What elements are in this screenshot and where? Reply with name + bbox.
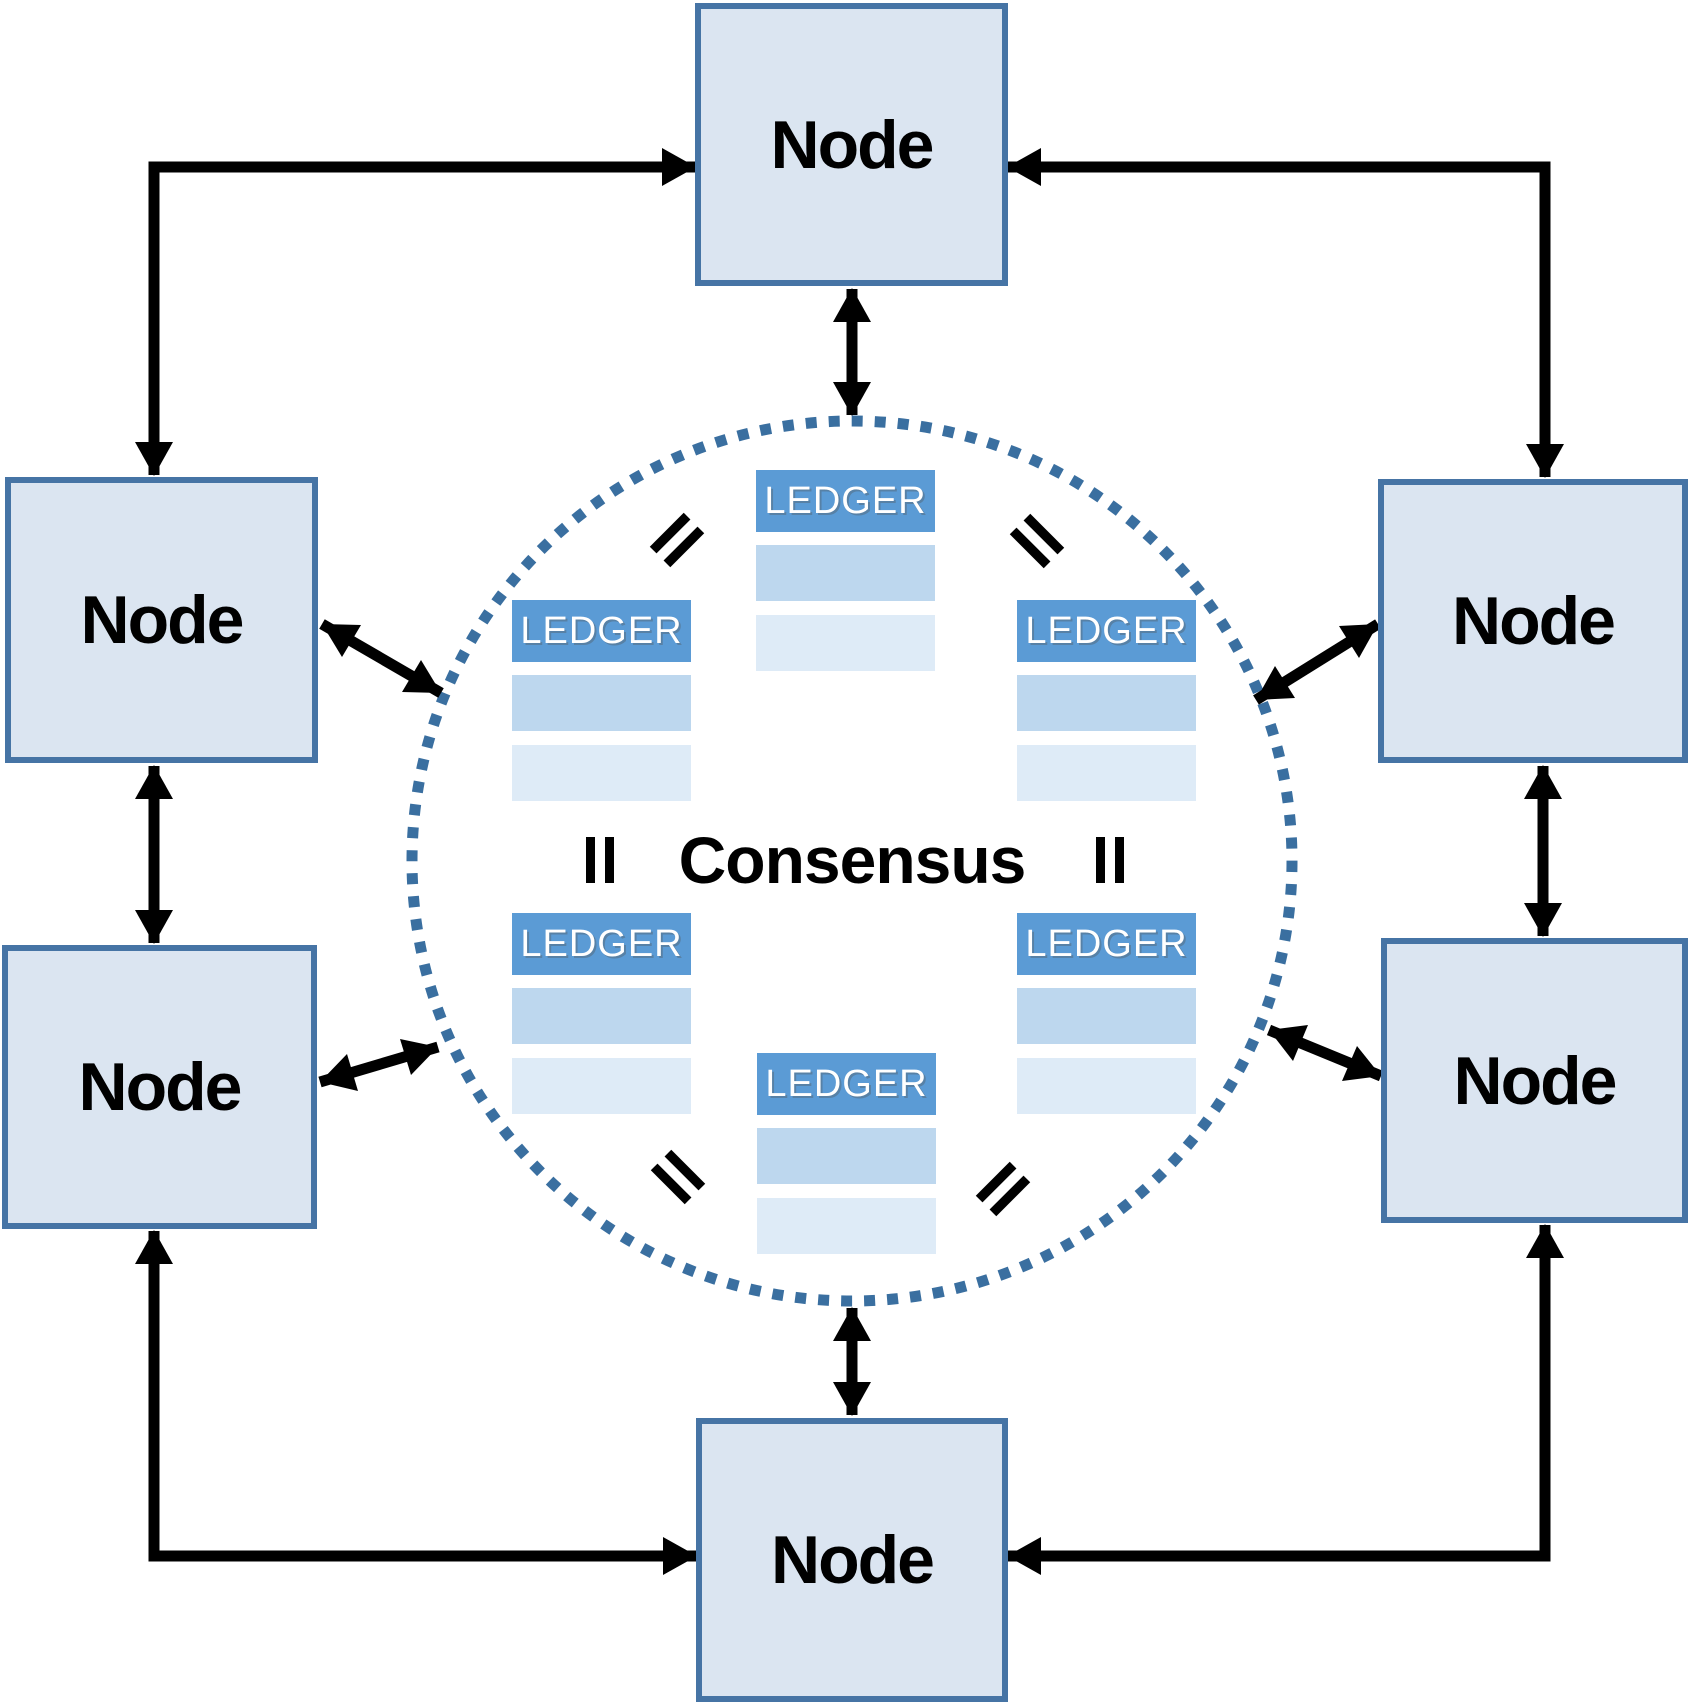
arrowhead-icon xyxy=(663,1537,697,1575)
ledger-header: LEDGER xyxy=(757,1053,936,1115)
arrowhead-icon xyxy=(135,442,173,476)
arrowhead-icon xyxy=(320,1054,358,1091)
ledger-table-lower-right: LEDGER xyxy=(1017,913,1196,1114)
ledger-row xyxy=(512,675,691,731)
ledger-row xyxy=(1017,675,1196,731)
ledger-table-lower-left: LEDGER xyxy=(512,913,691,1114)
ledger-row xyxy=(757,1198,936,1254)
arrowhead-icon xyxy=(1526,1224,1564,1258)
arrowhead-icon xyxy=(1256,666,1295,700)
equals-icon-mid-right xyxy=(1096,837,1124,883)
node-label: Node xyxy=(770,106,935,183)
equals-icon-lower-left xyxy=(650,1149,706,1205)
arrowhead-icon xyxy=(833,1307,871,1341)
equals-marks xyxy=(586,512,1124,1217)
ledger-header: LEDGER xyxy=(512,600,691,662)
arrowhead-icon xyxy=(1524,903,1562,937)
consensus-label: Consensus xyxy=(678,823,1027,897)
node-box-upper-left: Node xyxy=(5,477,318,763)
ledger-row xyxy=(512,745,691,801)
node-label: Node xyxy=(1453,1042,1618,1119)
arrowhead-icon xyxy=(1269,1025,1308,1061)
ledger-row xyxy=(1017,988,1196,1044)
arrowhead-icon xyxy=(1007,1537,1041,1575)
arrowhead-icon xyxy=(1524,765,1562,799)
connector-top-left-L xyxy=(148,161,695,475)
equals-icon-mid-left xyxy=(586,837,614,883)
ledger-row xyxy=(756,615,935,671)
ledger-header: LEDGER xyxy=(1017,913,1196,975)
arrowhead-icon xyxy=(1342,1046,1381,1081)
node-box-upper-right: Node xyxy=(1378,479,1688,763)
arrowhead-icon xyxy=(1007,148,1041,186)
equals-icon-upper-left xyxy=(649,512,705,568)
ledger-table-bottom: LEDGER xyxy=(757,1053,936,1254)
node-box-top: Node xyxy=(695,3,1008,286)
arrow-heads xyxy=(135,148,1564,1575)
ledger-row xyxy=(512,1058,691,1114)
connector-bottom-right-L xyxy=(1007,1225,1551,1562)
equals-icon-upper-right xyxy=(1009,513,1065,569)
arrowhead-icon xyxy=(322,624,361,657)
ledger-table-right: LEDGER xyxy=(1017,600,1196,801)
arrowhead-icon xyxy=(402,660,441,693)
ledger-row xyxy=(512,988,691,1044)
ledger-row xyxy=(1017,1058,1196,1114)
arrowhead-icon xyxy=(833,288,871,322)
arrowhead-icon xyxy=(833,382,871,416)
ledger-row xyxy=(757,1128,936,1184)
node-label: Node xyxy=(1452,583,1616,659)
node-box-bottom: Node xyxy=(696,1418,1008,1702)
ledger-header: LEDGER xyxy=(1017,600,1196,662)
connector-top-right-L xyxy=(1008,161,1551,477)
arrowhead-icon xyxy=(1526,444,1564,478)
connector-bottom-left-L xyxy=(148,1231,697,1562)
ledger-table-left: LEDGER xyxy=(512,600,691,801)
arrowhead-icon xyxy=(1339,624,1378,658)
arrowhead-icon xyxy=(135,765,173,799)
arrowhead-icon xyxy=(400,1039,438,1075)
arrowhead-icon xyxy=(135,1230,173,1264)
ledger-header: LEDGER xyxy=(756,470,935,532)
ledger-header: LEDGER xyxy=(512,913,691,975)
arrowhead-icon xyxy=(662,148,696,186)
node-label: Node xyxy=(771,1522,935,1598)
ledger-table-top: LEDGER xyxy=(756,470,935,671)
arrowhead-icon xyxy=(135,910,173,944)
ledger-row xyxy=(1017,745,1196,801)
consensus-dotted-circle xyxy=(406,415,1298,1307)
node-label: Node xyxy=(80,582,245,658)
equals-icon-lower-right xyxy=(975,1161,1031,1217)
node-label: Node xyxy=(78,1049,243,1125)
node-box-lower-left: Node xyxy=(2,945,317,1229)
node-box-lower-right: Node xyxy=(1381,938,1688,1223)
arrowhead-icon xyxy=(833,1382,871,1416)
ledger-row xyxy=(756,545,935,601)
